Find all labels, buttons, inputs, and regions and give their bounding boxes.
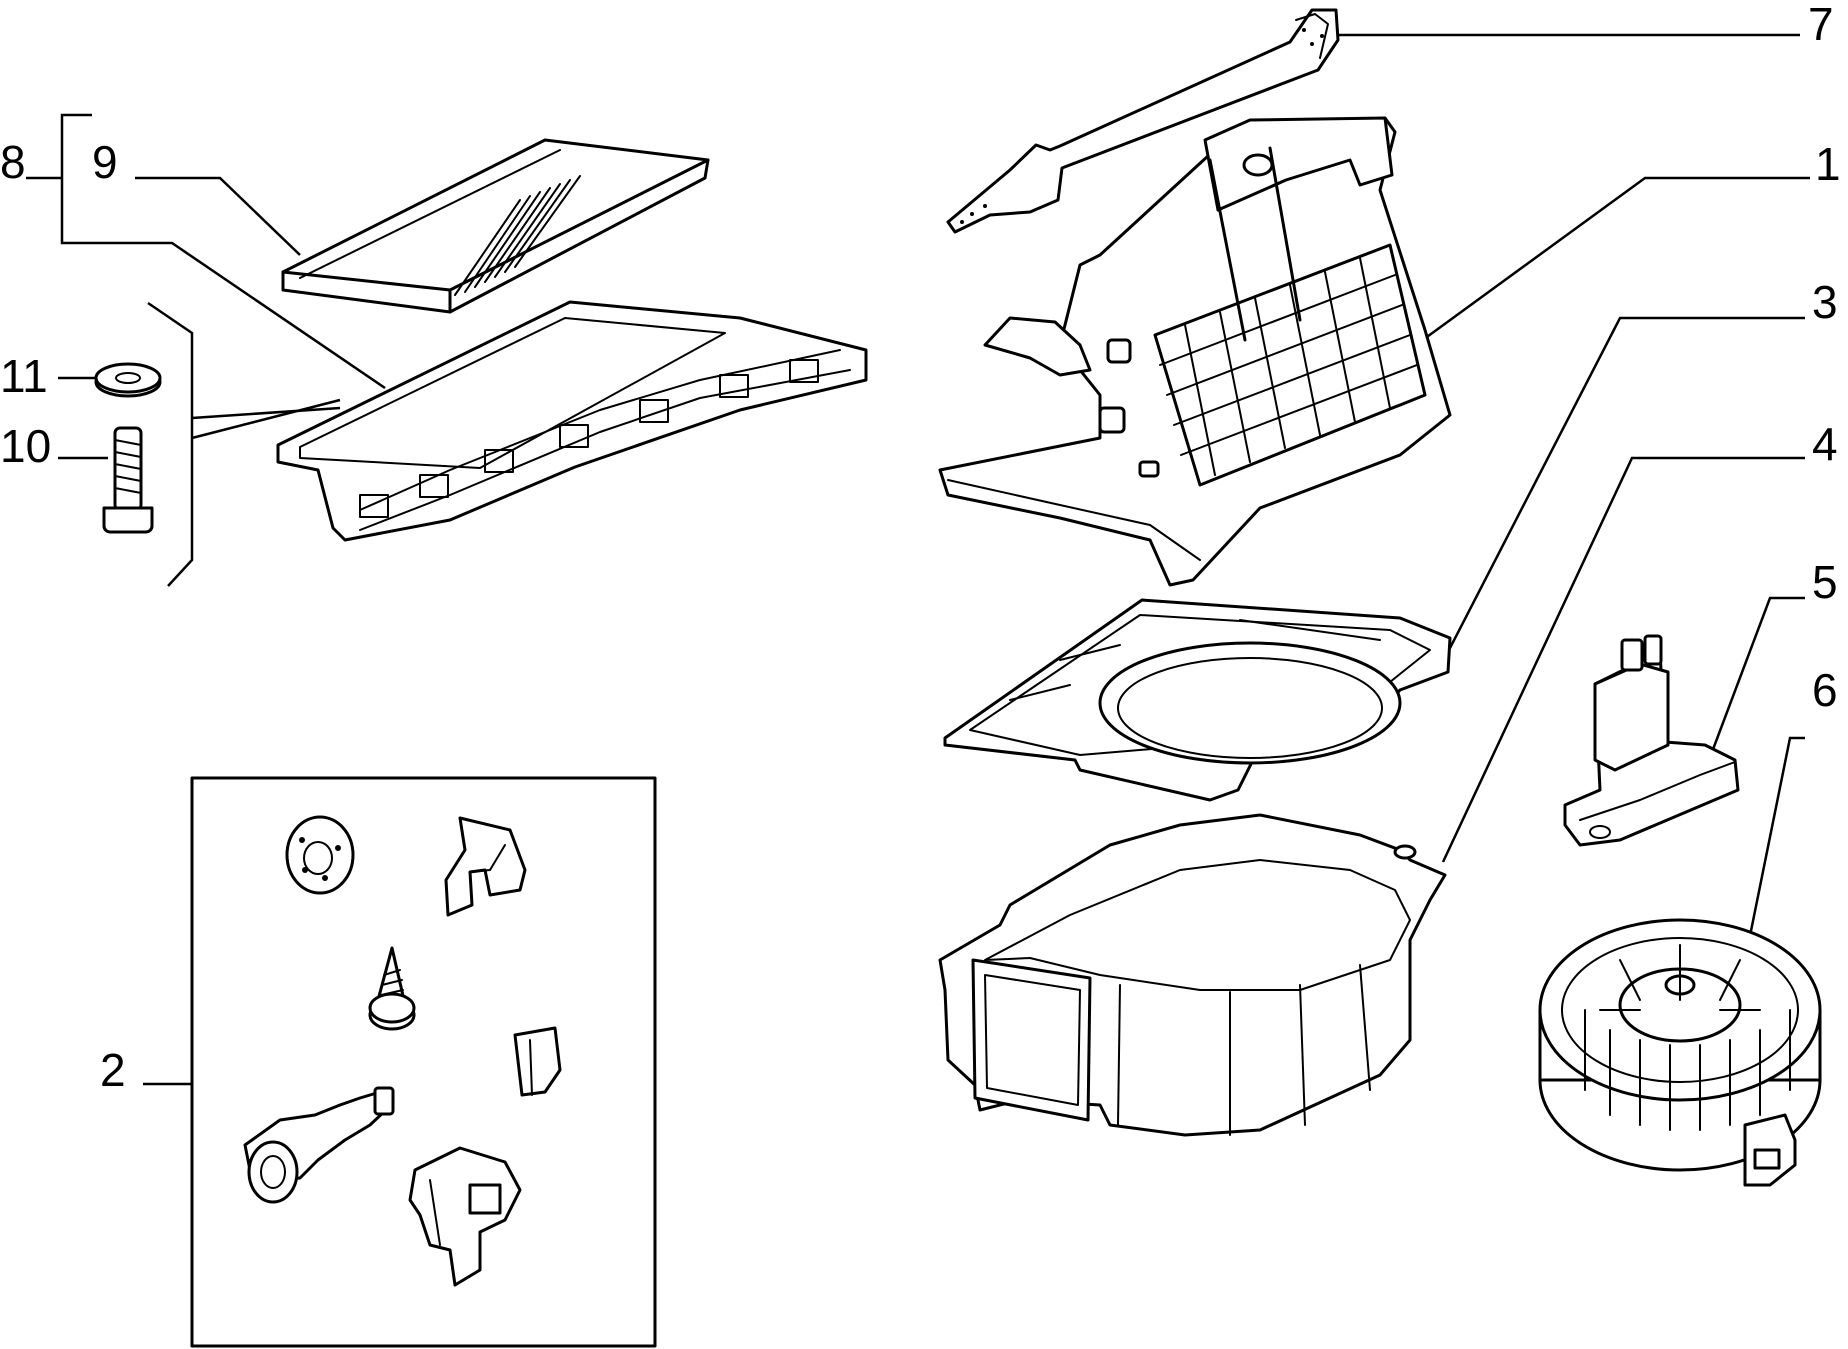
leader-8-bracket — [60, 113, 386, 390]
leader-bracket-to-tray-2 — [191, 398, 341, 440]
clip — [444, 816, 527, 917]
leader-bracket-to-tray — [191, 406, 341, 420]
blower-housing — [938, 813, 1447, 1137]
relay-connector — [408, 1146, 522, 1287]
hardware-kit-frame — [190, 776, 657, 1348]
leader-6 — [1733, 736, 1805, 1011]
callout-10: 10 — [0, 420, 51, 472]
callout-5: 5 — [1812, 556, 1838, 608]
flange-plate — [943, 598, 1452, 802]
bracket-10-11 — [147, 301, 194, 587]
leader-5 — [1707, 596, 1805, 761]
screw — [102, 426, 154, 534]
hardware-kit — [190, 776, 657, 1348]
callout-7: 7 — [1808, 0, 1834, 50]
cabin-filter — [281, 138, 710, 314]
callout-4: 4 — [1812, 418, 1838, 470]
callout-3: 3 — [1812, 276, 1838, 328]
leader-9 — [135, 176, 301, 256]
callout-6: 6 — [1812, 664, 1838, 716]
leader-3 — [1448, 316, 1805, 649]
callout-2: 2 — [100, 1044, 126, 1096]
washer — [94, 362, 162, 398]
self-tapping-screw — [368, 946, 416, 1031]
leader-1 — [1419, 176, 1810, 344]
temperature-sensor — [243, 1086, 395, 1204]
filter-housing-tray — [276, 300, 868, 542]
air-intake-housing — [938, 116, 1452, 587]
callout-1: 1 — [1815, 138, 1841, 190]
callout-9: 9 — [92, 136, 118, 188]
blower-resistor — [1563, 634, 1740, 847]
foam-seal — [946, 8, 1340, 234]
small-connector — [513, 1026, 562, 1097]
blower-motor-fan — [1538, 918, 1822, 1187]
callout-8: 8 — [0, 136, 26, 188]
leader-lines — [26, 33, 1810, 1086]
callout-11: 11 — [0, 350, 48, 402]
leader-4 — [1441, 456, 1805, 863]
grommet — [285, 815, 355, 895]
